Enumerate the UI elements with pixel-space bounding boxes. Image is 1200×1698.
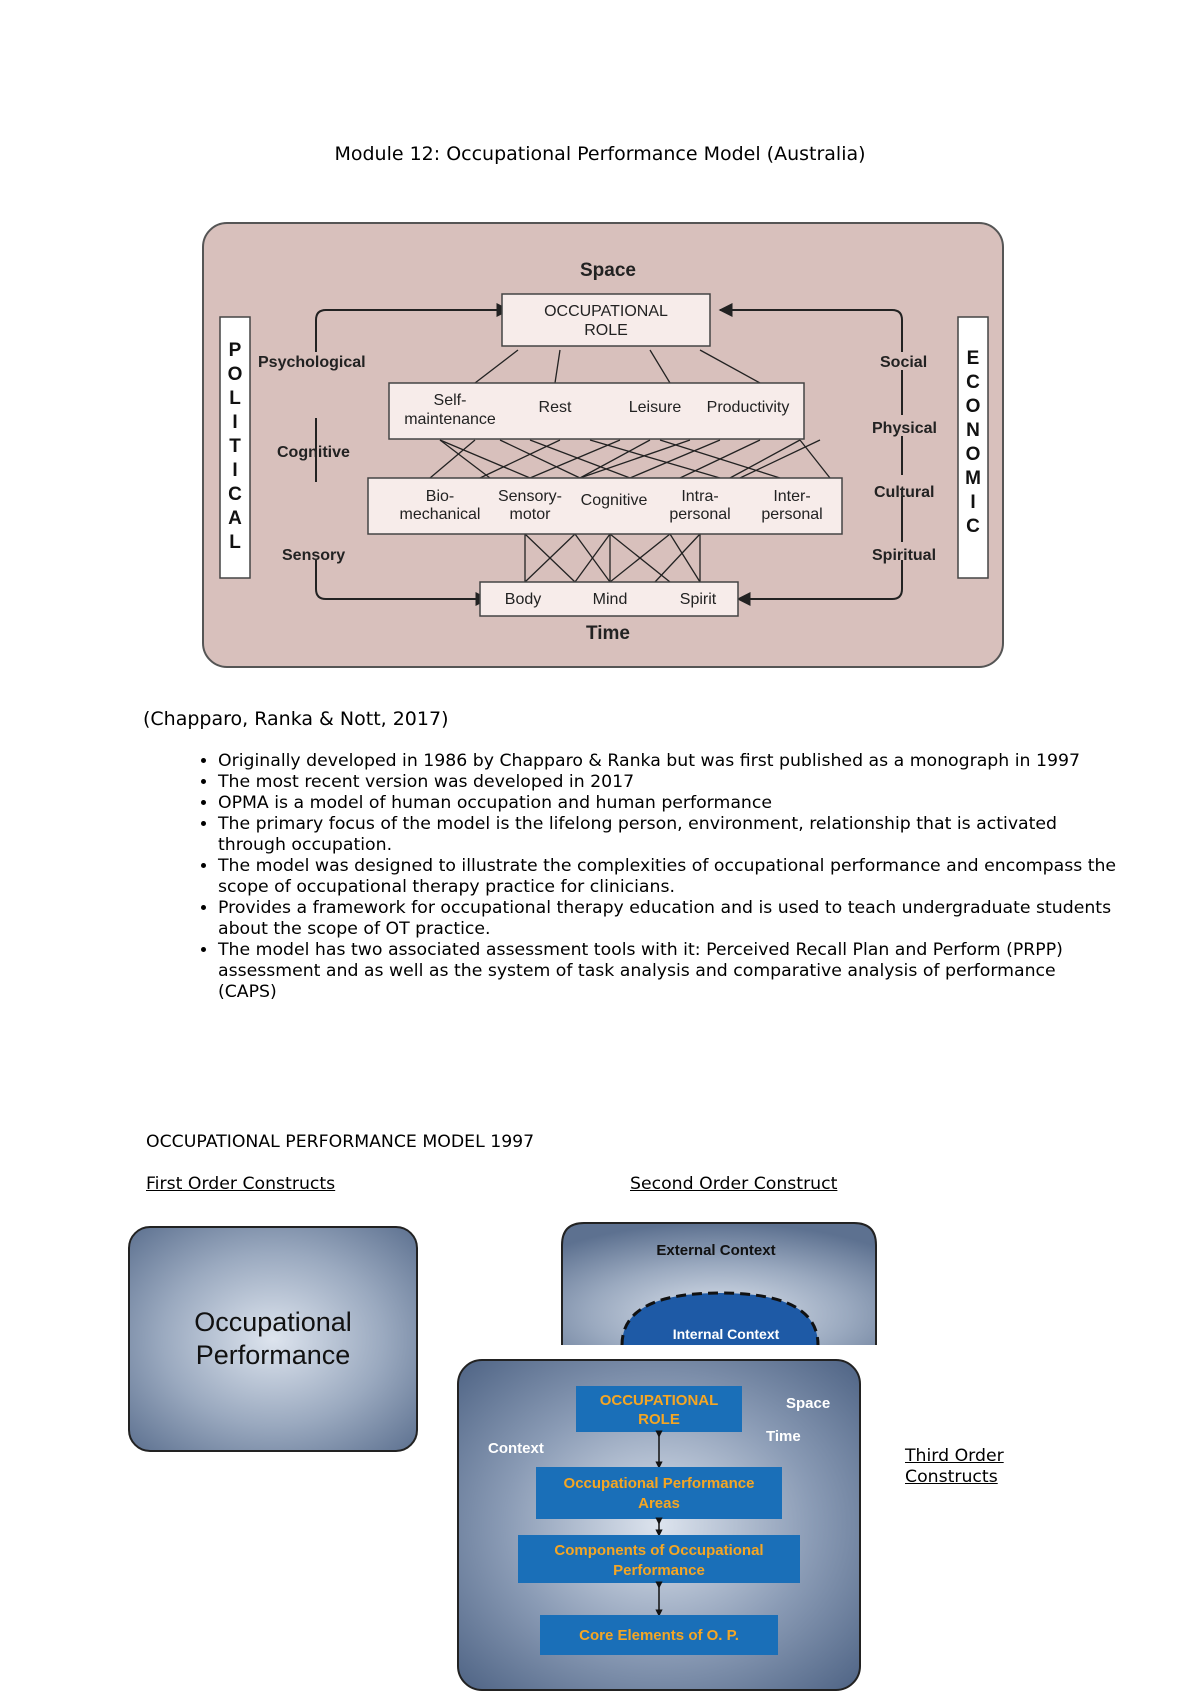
economic-letter: O — [966, 396, 981, 417]
political-letter: A — [228, 508, 242, 529]
area-productivity: Productivity — [707, 399, 790, 416]
comp-bio-line-2: mechanical — [400, 506, 481, 523]
diagram-background — [202, 222, 1004, 668]
area-self-line-2: maintenance — [404, 411, 496, 428]
core-elements-label: Core Elements of O. P. — [579, 1627, 739, 1644]
areas-line-1: Occupational Performance — [564, 1475, 755, 1492]
third-order-label: Third Order Constructs — [905, 1446, 1004, 1488]
third-order-diagram: Space Time Context OCCUPATIONAL ROLE Occ… — [457, 1359, 861, 1691]
economic-letter: E — [967, 348, 980, 369]
space-label: Space — [580, 260, 636, 281]
performance-components-box — [367, 477, 843, 535]
third-order-line-1: Third Order — [905, 1446, 1004, 1466]
political-letter: I — [232, 412, 237, 433]
political-letter: L — [229, 532, 241, 553]
political-letter: C — [228, 484, 242, 505]
second-order-label: Second Order Construct — [630, 1174, 838, 1194]
cultural-label: Cultural — [874, 484, 934, 501]
list-item: OPMA is a model of human occupation and … — [218, 793, 1118, 814]
area-leisure: Leisure — [629, 399, 682, 416]
role-line-1: OCCUPATIONAL — [600, 1392, 719, 1409]
core-mind: Mind — [593, 591, 628, 608]
figure-citation: (Chapparo, Ranka & Nott, 2017) — [143, 708, 449, 730]
list-item: Provides a framework for occupational th… — [218, 898, 1118, 940]
comp-cognitive: Cognitive — [581, 492, 648, 509]
second-order-diagram: External Context Internal Context — [561, 1222, 877, 1345]
physical-label: Physical — [872, 420, 937, 437]
third-order-line-2: Constructs — [905, 1467, 998, 1487]
area-self-line-1: Self- — [434, 392, 467, 409]
occupational-role-box — [576, 1386, 742, 1432]
economic-letter: C — [966, 516, 980, 537]
core-elements-box — [540, 1615, 778, 1655]
list-item: The primary focus of the model is the li… — [218, 814, 1118, 856]
economic-letter: N — [966, 420, 980, 441]
components-box — [518, 1535, 800, 1583]
performance-areas-box — [388, 382, 805, 440]
op-box-line-2: Performance — [195, 1340, 351, 1370]
political-letter: L — [229, 388, 241, 409]
social-label: Social — [880, 354, 927, 371]
time-label: Time — [586, 623, 630, 644]
right-arrow-bottom — [736, 560, 903, 606]
comp-inter-line-1: Inter- — [773, 488, 810, 505]
comp-sens-line-2: motor — [510, 506, 552, 523]
political-letters: P O L I T I C A L — [228, 340, 243, 553]
core-body: Body — [505, 591, 541, 608]
economic-letter: O — [966, 444, 981, 465]
comp-sens-line-1: Sensory- — [498, 488, 562, 505]
components-line-1: Components of Occupational — [554, 1542, 763, 1559]
occupational-role-box — [501, 293, 711, 347]
opma-diagram: P O L I T I C A L E C O N O M I C Space … — [202, 222, 1004, 668]
economic-letter: M — [965, 468, 981, 489]
connector-lines — [429, 349, 831, 583]
economic-letter: I — [970, 492, 975, 513]
time-label: Time — [766, 1428, 801, 1445]
internal-context-ellipse — [620, 1291, 820, 1345]
occupational-performance-box: Occupational Performance — [128, 1226, 418, 1452]
political-letter: O — [228, 364, 243, 385]
bullet-list: Originally developed in 1986 by Chapparo… — [180, 751, 1118, 1003]
external-context-label: External Context — [656, 1242, 775, 1259]
areas-line-2: Areas — [638, 1495, 680, 1512]
economic-letter: C — [966, 372, 980, 393]
core-elements-box — [479, 581, 739, 617]
area-rest: Rest — [539, 399, 572, 416]
role-line-2: ROLE — [584, 322, 628, 339]
political-letter: T — [229, 436, 241, 457]
comp-intra-line-1: Intra- — [681, 488, 718, 505]
context-label: Context — [488, 1440, 544, 1457]
political-letter: P — [229, 340, 242, 361]
op-box-line-1: Occupational — [194, 1307, 352, 1337]
political-letter: I — [232, 460, 237, 481]
comp-bio-line-1: Bio- — [426, 488, 454, 505]
performance-areas-box — [536, 1467, 782, 1519]
psychological-label: Psychological — [258, 354, 366, 371]
space-label: Space — [786, 1395, 830, 1412]
sensory-label: Sensory — [282, 547, 345, 564]
spiritual-label: Spiritual — [872, 547, 936, 564]
list-item: The model has two associated assessment … — [218, 940, 1118, 1003]
list-item: The model was designed to illustrate the… — [218, 856, 1118, 898]
list-item: The most recent version was developed in… — [218, 772, 1118, 793]
comp-intra-line-2: personal — [669, 506, 730, 523]
role-line-2: ROLE — [638, 1411, 680, 1428]
economic-letters: E C O N O M I C — [965, 348, 981, 537]
economic-bar — [957, 316, 989, 579]
first-order-label: First Order Constructs — [146, 1174, 336, 1194]
right-arrow — [718, 303, 903, 352]
core-spirit: Spirit — [680, 591, 717, 608]
left-arrow-bottom — [315, 560, 490, 606]
cognitive-label: Cognitive — [277, 444, 350, 461]
comp-inter-line-2: personal — [761, 506, 822, 523]
role-line-1: OCCUPATIONAL — [544, 303, 668, 320]
list-item: Originally developed in 1986 by Chapparo… — [218, 751, 1118, 772]
section-title: OCCUPATIONAL PERFORMANCE MODEL 1997 — [146, 1132, 535, 1152]
document-title: Module 12: Occupational Performance Mode… — [334, 143, 866, 165]
components-line-2: Performance — [613, 1562, 705, 1579]
left-arrow — [315, 303, 511, 352]
internal-context-label: Internal Context — [673, 1326, 780, 1342]
political-bar — [219, 316, 251, 579]
